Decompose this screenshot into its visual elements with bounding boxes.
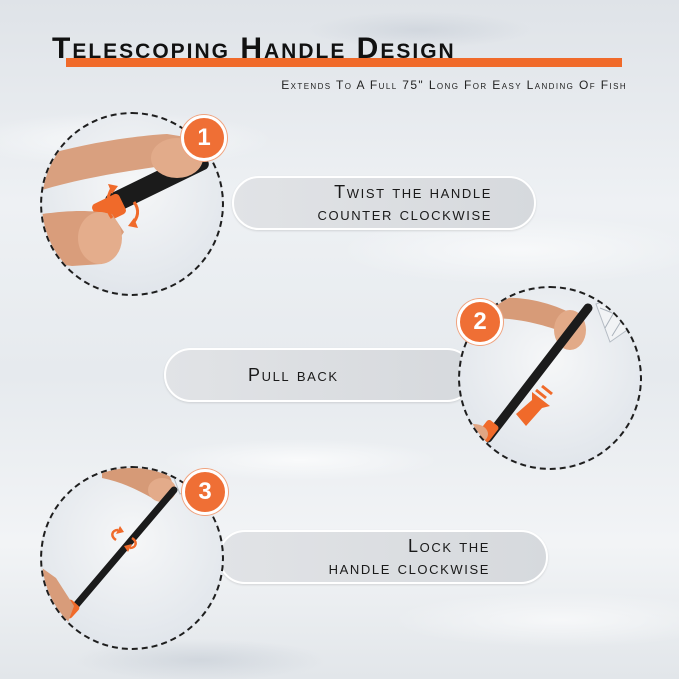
step-3-line-2: handle clockwise	[328, 558, 490, 578]
step-2-caption: Pull back	[164, 348, 474, 402]
step-3-line-1: Lock the	[408, 536, 490, 556]
step-1-badge: 1	[181, 115, 227, 161]
step-1-line-2: counter clockwise	[317, 204, 492, 224]
pull-back-arrow-icon	[516, 384, 553, 426]
step-3-caption: Lock the handle clockwise	[218, 530, 548, 584]
title-underline-bar	[66, 58, 622, 67]
step-2-badge: 2	[457, 299, 503, 345]
step-1-line-1: Twist the handle	[334, 182, 492, 202]
twist-handle-illustration	[42, 134, 209, 266]
twist-rotation-arrow-icon	[106, 184, 140, 228]
lock-handle-illustration	[42, 468, 195, 626]
step-2-line-1: Pull back	[248, 365, 339, 385]
pull-back-handle-illustration	[460, 295, 631, 444]
step-1-caption: Twist the handle counter clockwise	[232, 176, 536, 230]
step-1-illustration	[40, 112, 224, 296]
lock-rotation-arrow-icon	[111, 526, 137, 552]
step-3-badge: 3	[182, 469, 228, 515]
page-subtitle: Extends To A Full 75" Long For Easy Land…	[281, 78, 627, 92]
